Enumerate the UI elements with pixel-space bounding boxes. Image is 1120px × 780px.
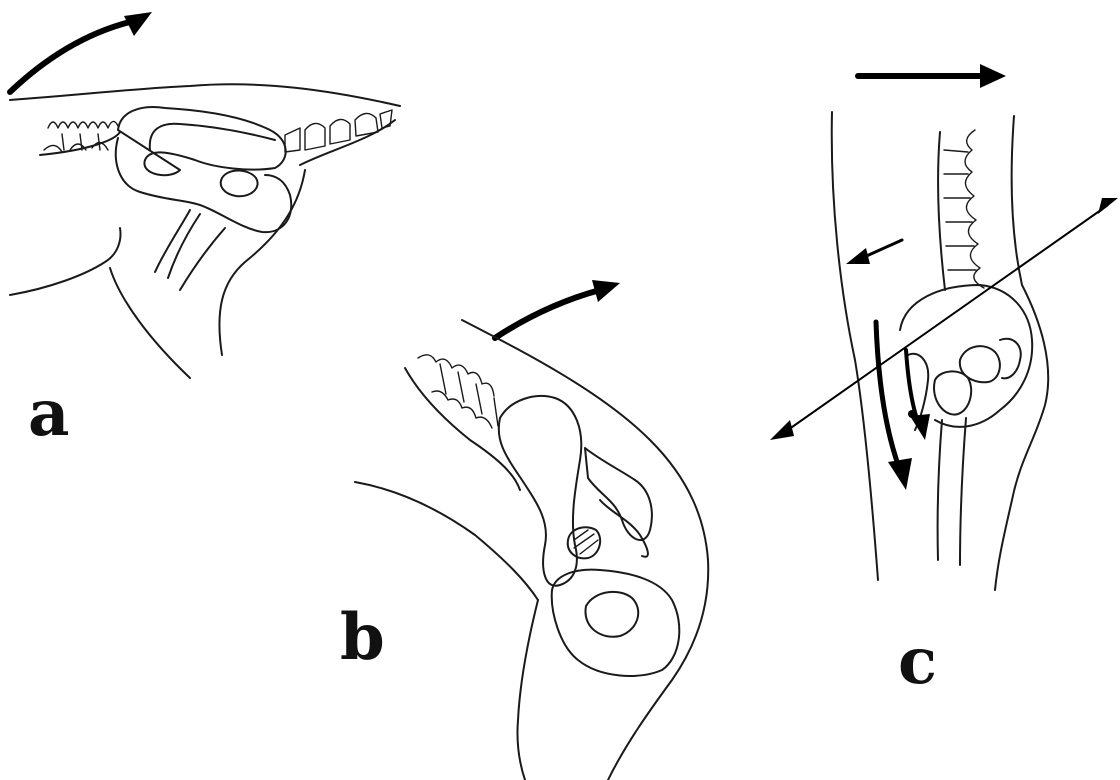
panel-b-vertebrae-upper bbox=[418, 355, 494, 396]
panel-c-ischium bbox=[1000, 339, 1021, 379]
panel-a-thigh-front bbox=[110, 268, 190, 378]
panel-a-abdomen-contour bbox=[10, 228, 120, 295]
panel-b-ilium bbox=[499, 396, 582, 586]
panel-a-ilium-inner bbox=[150, 124, 275, 150]
panel-b-sacrum bbox=[585, 448, 652, 540]
panel-a-rotation-arrow bbox=[10, 20, 138, 92]
panel-c-diagonal-axis bbox=[785, 205, 1108, 432]
panel-a-vertebra-2 bbox=[305, 123, 325, 150]
panel-c-down-arrow-large bbox=[876, 322, 900, 470]
panel-c-femur-front bbox=[938, 420, 942, 560]
panel-c-front-contour bbox=[832, 112, 878, 580]
panel-c-down-arrowhead-large bbox=[888, 458, 912, 490]
panel-c-top-arrowhead bbox=[980, 64, 1006, 88]
panel-b-ischium bbox=[552, 570, 680, 676]
panel-b-abdomen-contour bbox=[355, 482, 538, 600]
panel-c-drawing bbox=[770, 64, 1118, 590]
panel-a-vertebra-4 bbox=[355, 113, 378, 136]
panel-a-ilium bbox=[118, 107, 286, 175]
panel-label-b: b bbox=[340, 606, 385, 670]
panel-a-vertebra-1 bbox=[285, 128, 300, 152]
panel-c-diagonal-arrowhead-left bbox=[770, 420, 794, 440]
panel-a-drawing bbox=[10, 12, 400, 378]
panel-c-diagonal-arrowhead-right bbox=[1098, 198, 1118, 214]
panel-b-rotation-arrow bbox=[495, 290, 600, 338]
panel-b-vertebrae-lower bbox=[432, 391, 492, 428]
panel-c-landmark-dot bbox=[908, 410, 916, 418]
panel-label-a: a bbox=[28, 382, 69, 446]
panel-c-vertebrae bbox=[965, 130, 984, 288]
panel-c-down-arrowhead-small bbox=[910, 414, 930, 440]
panel-b-spine-front-edge bbox=[405, 368, 520, 490]
panel-b-arrowhead bbox=[592, 280, 620, 302]
panel-a-vertebra-3 bbox=[330, 119, 350, 144]
panel-b-drawing bbox=[355, 280, 708, 780]
panel-a-arrowhead bbox=[124, 12, 152, 36]
panel-b-thigh-front bbox=[517, 600, 538, 780]
panel-c-small-arrow bbox=[862, 240, 902, 258]
panel-label-c: c bbox=[898, 630, 937, 694]
panel-c-small-arrowhead bbox=[846, 248, 870, 264]
panel-a-thigh-back bbox=[219, 170, 305, 355]
panel-a-femur-mid bbox=[168, 214, 200, 278]
panel-a-back-contour bbox=[10, 84, 400, 106]
panel-c-spine-front bbox=[938, 132, 945, 290]
panel-c-greater-trochanter bbox=[934, 371, 971, 414]
panel-b-sacrum-tip bbox=[600, 500, 648, 557]
panel-b-obturator bbox=[585, 592, 638, 637]
panel-a-obturator bbox=[221, 171, 258, 197]
panel-a-pelvis-lower bbox=[116, 138, 291, 232]
panel-a-tail-edge bbox=[300, 120, 395, 165]
panel-c-femur-back bbox=[960, 418, 966, 565]
panel-a-vertebrae-left bbox=[48, 121, 118, 128]
